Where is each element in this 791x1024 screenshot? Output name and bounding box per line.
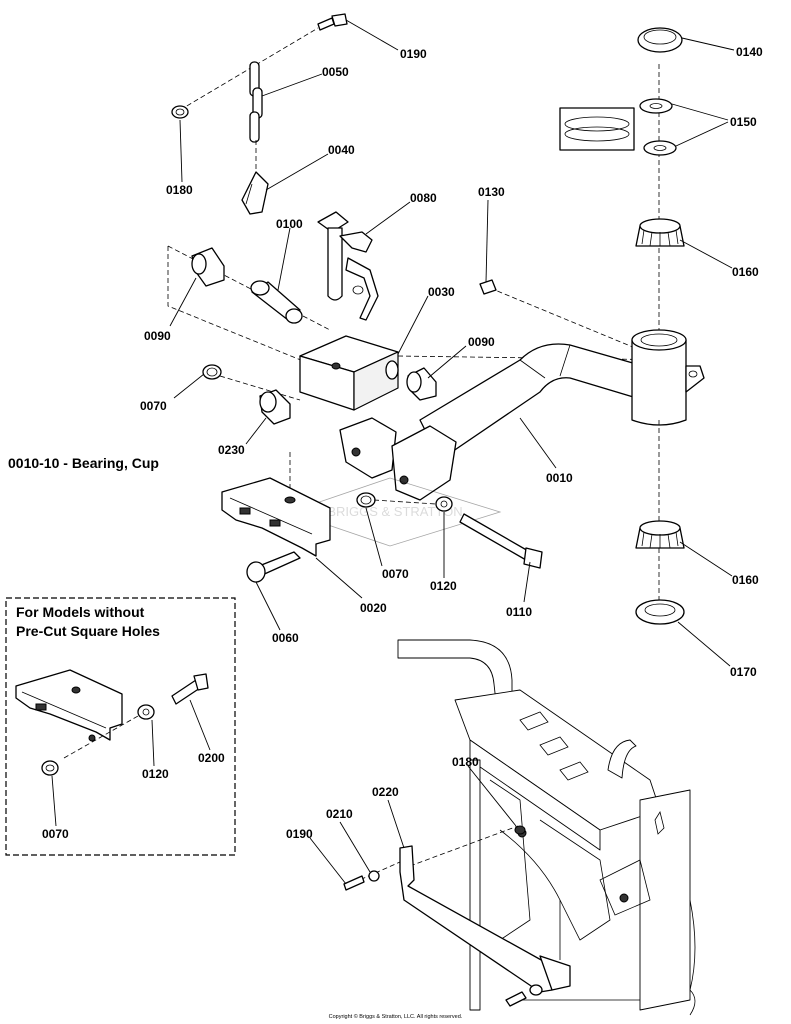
spacer-and-bushings [167, 245, 437, 425]
chain-assembly [171, 13, 348, 215]
callout-0080: 0080 [410, 191, 437, 205]
callout-0020: 0020 [360, 601, 387, 615]
callout-0200: 0200 [198, 751, 225, 765]
lower-bracket [343, 825, 571, 1007]
callout-0010: 0010 [546, 471, 573, 485]
callout-0150: 0150 [730, 115, 757, 129]
inset-title-line-2: Pre-Cut Square Holes [16, 623, 160, 639]
callout-0160-bot: 0160 [732, 573, 759, 587]
callout-0040: 0040 [328, 143, 355, 157]
copyright-text: Copyright © Briggs & Stratton, LLC. All … [328, 1014, 463, 1020]
watermark-text: BRIGGS & STRATTON [327, 504, 462, 519]
callout-0160-top: 0160 [732, 265, 759, 279]
callout-0120-inset: 0120 [142, 767, 169, 781]
callout-0090-right: 0090 [468, 335, 495, 349]
steering-arm [339, 279, 705, 501]
callout-0190-bot: 0190 [286, 827, 313, 841]
callout-0180-bot: 0180 [452, 755, 479, 769]
callout-0070-inset: 0070 [42, 827, 69, 841]
callout-labels: 0190 0050 0180 0040 0080 0130 0100 0030 … [42, 45, 763, 841]
callout-0170: 0170 [730, 665, 757, 679]
callout-0060: 0060 [272, 631, 299, 645]
inset-title: For Models without Pre-Cut Square Holes [16, 603, 160, 641]
bearing-stack [559, 27, 685, 625]
callout-0070-mid: 0070 [382, 567, 409, 581]
leader-lines [51, 19, 735, 885]
hitch-pin [317, 211, 379, 321]
callout-0190-top: 0190 [400, 47, 427, 61]
clamp-plate [221, 452, 543, 583]
callout-0120-mid: 0120 [430, 579, 457, 593]
callout-0070-left: 0070 [140, 399, 167, 413]
callout-0110: 0110 [506, 605, 532, 619]
callout-0230: 0230 [218, 443, 245, 457]
callout-0220: 0220 [372, 785, 399, 799]
callout-0210: 0210 [326, 807, 353, 821]
callout-0140: 0140 [736, 45, 763, 59]
inset-box [5, 597, 236, 856]
inset-title-line-1: For Models without [16, 604, 145, 620]
watermark-logo: BRIGGS & STRATTON [288, 477, 502, 547]
callout-0090-left: 0090 [144, 329, 171, 343]
bearing-cup-note: 0010-10 - Bearing, Cup [8, 455, 159, 471]
callout-0180-top: 0180 [166, 183, 193, 197]
callout-0100: 0100 [276, 217, 303, 231]
callout-0130: 0130 [478, 185, 505, 199]
callout-0030: 0030 [428, 285, 455, 299]
callout-0050: 0050 [322, 65, 349, 79]
